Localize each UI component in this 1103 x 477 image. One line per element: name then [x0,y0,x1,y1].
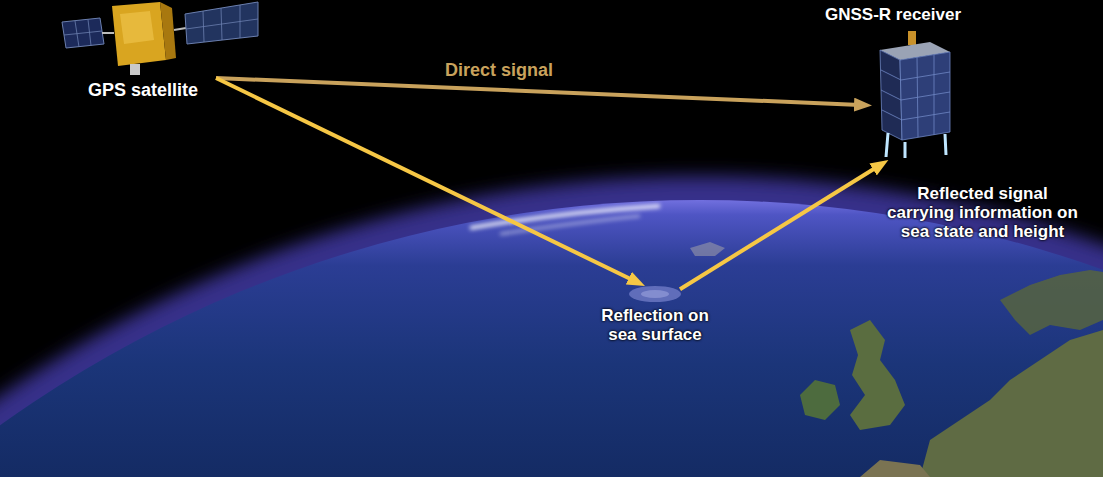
signal-arrow [680,166,878,289]
receiver-node: GNSS-R receiver [872,30,954,160]
satellite-label: GPS satellite [88,80,198,100]
boom [102,32,114,34]
reflection-spot-core [641,290,669,298]
solar-panel [62,18,104,48]
reflection-label: Reflection on sea surface [593,306,718,344]
atmosphere-glow [0,176,1103,477]
antenna [130,64,140,75]
receiver-legs [886,133,946,158]
satellite-node: GPS satellite [60,0,260,78]
boom [174,28,186,30]
island [690,242,725,256]
panel-grid [186,5,258,42]
panel-grid [64,20,102,48]
landmass [1000,270,1103,335]
signal-label: Direct signal [445,60,553,80]
landmass [860,460,930,477]
reflection-node: Reflection on sea surface [630,286,680,302]
landmass [920,330,1103,477]
landmass [850,320,905,430]
landmass [800,380,840,420]
antenna [908,31,916,45]
foil-highlight [120,11,154,44]
receiver-label: GNSS-R receiver [825,5,961,24]
reflection-spot [629,286,681,302]
solar-cells [881,55,950,137]
signal-arrow [216,78,860,105]
solar-panel [185,2,258,44]
signal-label: Reflected signal carrying information on… [885,184,1080,241]
signal-arrow [216,78,634,281]
gps-satellite-figure [62,2,258,75]
satellite-body [112,2,166,66]
receiver-satellite-figure [880,31,950,158]
satellite-body-side [160,2,176,60]
